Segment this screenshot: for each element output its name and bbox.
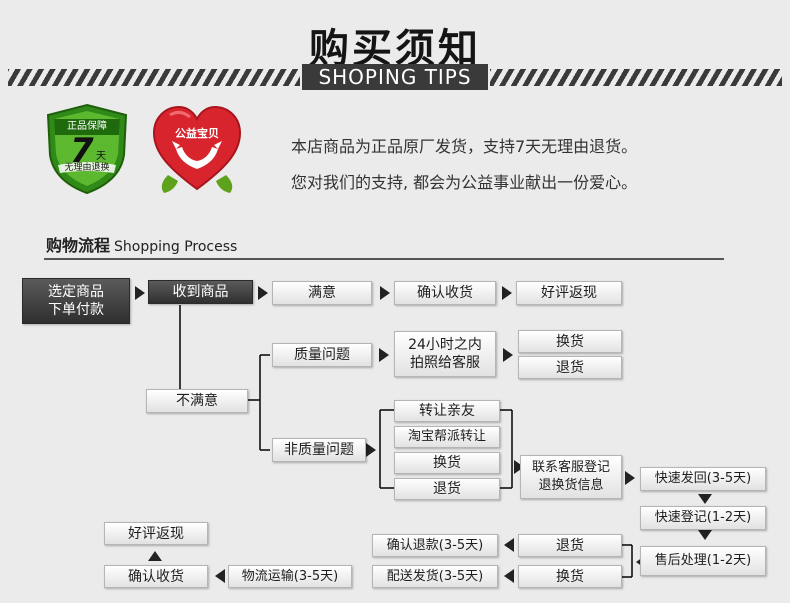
quality-exchange-option: 换货 (518, 330, 622, 353)
quality-issue-label: 质量问题 (294, 347, 350, 363)
delivery-label: 配送发货(3-5天) (386, 568, 484, 584)
final-confirm-receipt-label: 确认收货 (128, 568, 184, 585)
unsatisfied-step: 不满意 (146, 389, 248, 413)
non-quality-issue-label: 非质量问题 (284, 442, 354, 458)
good-review-label: 好评返现 (541, 285, 597, 301)
satisfied-label: 满意 (308, 285, 336, 301)
final-good-review-step: 好评返现 (104, 522, 208, 545)
fast-register-label: 快速登记(1-2天) (654, 510, 752, 525)
quality-issue-step: 质量问题 (272, 343, 372, 367)
transfer-friend-option: 转让亲友 (394, 400, 500, 422)
bottom-exchange-step: 换货 (518, 565, 622, 588)
section-title-en: Shopping Process (114, 239, 238, 255)
taobao-transfer-option: 淘宝帮派转让 (394, 426, 500, 448)
intro-line-2: 您对我们的支持, 都会为公益事业献出一份爱心。 (291, 173, 638, 192)
logistics-step: 物流运输(3-5天) (228, 565, 352, 588)
fast-ship-back-step: 快速发回(3-5天) (640, 467, 766, 491)
delivery-step: 配送发货(3-5天) (372, 565, 498, 588)
quality-return-label: 退货 (556, 359, 584, 376)
contact-customer-service-step: 联系客服登记 退换货信息 (520, 455, 622, 499)
confirm-refund-label: 确认退款(3-5天) (386, 537, 484, 553)
final-confirm-receipt-step: 确认收货 (104, 565, 208, 588)
shield-icon (46, 103, 128, 195)
section-title-cn: 购物流程 (46, 236, 111, 255)
charity-badge: 公益宝贝 (150, 103, 244, 195)
contact-cs-line-2: 退换货信息 (538, 478, 604, 493)
header-stripes-left (8, 69, 300, 86)
fast-ship-label: 快速发回(3-5天) (654, 471, 752, 486)
non-quality-exchange-option: 换货 (394, 452, 500, 474)
final-good-review-label: 好评返现 (128, 525, 184, 542)
within-24h-line-2: 拍照给客服 (410, 355, 480, 371)
logistics-label: 物流运输(3-5天) (241, 568, 339, 584)
shield-top-text: 正品保障 (67, 121, 107, 132)
unsatisfied-label: 不满意 (176, 393, 218, 409)
quality-exchange-label: 换货 (556, 333, 584, 350)
select-and-order-step: 选定商品 下单付款 (22, 278, 130, 324)
shield-unit: 天 (96, 151, 106, 162)
contact-within-24h-step: 24小时之内 拍照给客服 (394, 331, 496, 377)
aftersale-processing-step: 售后处理(1-2天) (640, 546, 766, 576)
confirm-refund-step: 确认退款(3-5天) (372, 534, 498, 557)
within-24h-line-1: 24小时之内 (408, 337, 482, 353)
non-quality-return-label: 退货 (433, 481, 461, 497)
heart-label: 公益宝贝 (175, 127, 219, 140)
quality-return-option: 退货 (518, 356, 622, 379)
satisfied-step: 满意 (272, 281, 372, 305)
contact-cs-line-1: 联系客服登记 (531, 460, 610, 475)
bottom-return-label: 退货 (556, 537, 584, 554)
heart-icon (152, 105, 242, 193)
bottom-exchange-label: 换货 (556, 568, 584, 585)
confirm-receipt-step: 确认收货 (394, 281, 496, 305)
shield-bottom-text: 无理由退换 (64, 163, 110, 173)
bottom-return-step: 退货 (518, 534, 622, 557)
fast-register-step: 快速登记(1-2天) (640, 506, 766, 530)
non-quality-issue-step: 非质量问题 (272, 438, 366, 462)
select-order-line-1: 选定商品 (48, 284, 104, 300)
good-review-cashback-step: 好评返现 (516, 281, 622, 305)
non-quality-exchange-label: 换货 (433, 455, 461, 471)
taobao-transfer-label: 淘宝帮派转让 (407, 429, 486, 444)
received-goods-label: 收到商品 (172, 284, 229, 300)
page-subtitle: SHOPING TIPS (302, 64, 488, 90)
confirm-receipt-label: 确认收货 (417, 285, 473, 301)
genuine-guarantee-badge: 正品保障 7 天 无理由退换 (44, 103, 130, 195)
section-divider (44, 258, 724, 260)
non-quality-return-option: 退货 (394, 478, 500, 500)
header-stripes-right (490, 69, 782, 86)
received-goods-step: 收到商品 (148, 280, 253, 304)
transfer-friend-label: 转让亲友 (419, 403, 475, 419)
shield-number: 7 (70, 131, 94, 171)
intro-line-1: 本店商品为正品原厂发货，支持7天无理由退货。 (291, 137, 638, 156)
select-order-line-2: 下单付款 (48, 302, 104, 318)
aftersale-label: 售后处理(1-2天) (654, 553, 752, 568)
